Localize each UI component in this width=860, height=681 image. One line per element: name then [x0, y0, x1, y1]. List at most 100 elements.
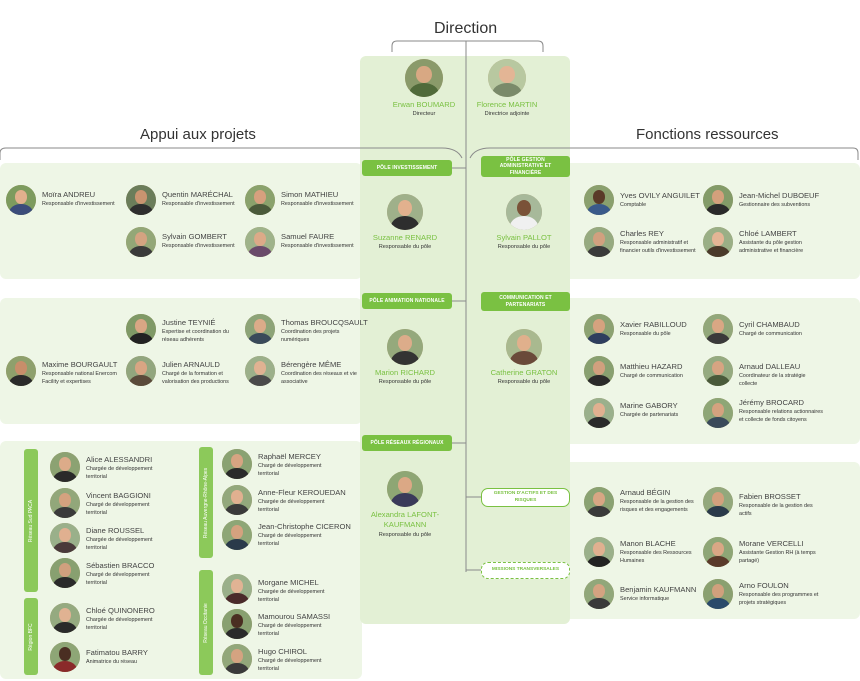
- tag-pole-animation: PÔLE ANIMATION NATIONALE: [362, 293, 452, 309]
- avatar: [405, 59, 443, 97]
- panel-animation: [0, 298, 362, 424]
- avatar: [584, 579, 614, 609]
- avatar: [222, 609, 252, 639]
- person-name: Raphaël MERCEY: [258, 452, 321, 461]
- person-name: Benjamin KAUFMANN: [620, 585, 697, 594]
- avatar: [584, 227, 614, 257]
- avatar: [703, 356, 733, 386]
- avatar: [222, 485, 252, 515]
- avatar: [6, 185, 36, 215]
- tag-communication: COMMUNICATION ET PARTENARIATS: [481, 292, 570, 311]
- person-role: Chargée de développement territorial: [86, 617, 153, 631]
- person-role: Chargé de développement territorial: [86, 572, 150, 586]
- person-name: Marion RICHARD: [375, 368, 435, 377]
- person-role: Responsable du pôle: [378, 532, 432, 538]
- person-role: Chargé de développement territorial: [258, 533, 322, 547]
- person-name: Morgane MICHEL: [258, 578, 319, 587]
- region-label-bfc: Région BFC: [24, 598, 38, 675]
- person-role: Responsable de la gestion des risques et…: [620, 499, 694, 513]
- person-name: Xavier RABILLOUD: [620, 320, 687, 329]
- person-name: Chloé QUINONERO: [86, 606, 155, 615]
- person-name: Anne-Fleur KEROUEDAN: [258, 488, 346, 497]
- panel-investissement: [0, 163, 362, 279]
- person-name: Arnaud BÉGIN: [620, 488, 671, 497]
- avatar: [387, 194, 423, 230]
- avatar: [506, 194, 542, 230]
- person-name: Vincent BAGGIONI: [86, 491, 151, 500]
- person-name: Mamourou SAMASSI: [258, 612, 331, 621]
- avatar: [584, 314, 614, 344]
- person-name: Jean-Christophe CICERON: [258, 522, 351, 531]
- avatar: [245, 227, 275, 257]
- person-role: Responsable administratif et financier o…: [620, 240, 696, 254]
- avatar: [126, 227, 156, 257]
- person-role: Chargé de communication: [620, 373, 683, 379]
- person-name: Quentin MARÉCHAL: [162, 190, 233, 199]
- person-name: Maxime BOURGAULT: [42, 360, 118, 369]
- person-name: Moïra ANDREU: [42, 190, 96, 199]
- person-role: Coordinateur de la stratégie collecte: [739, 373, 806, 387]
- person-role: Gestionnaire des subventions: [739, 202, 811, 208]
- person-name: Justine TEYNIÉ: [162, 318, 216, 327]
- tag-pole-investissement: PÔLE INVESTISSEMENT: [362, 160, 452, 176]
- person-name: Jérémy BROCARD: [739, 398, 804, 407]
- person-name: Hugo CHIROL: [258, 647, 307, 656]
- person-role: Animatrice du réseau: [86, 659, 137, 665]
- person-name: Suzanne RENARD: [372, 233, 438, 242]
- person-role: Directrice adjointe: [484, 111, 530, 117]
- person-name: Sébastien BRACCO: [86, 561, 155, 570]
- person-name: Sylvain PALLOT: [496, 233, 552, 242]
- person-role: Responsable du pôle: [620, 331, 671, 337]
- region-label-occitanie: Réseau Occitanie: [199, 570, 213, 675]
- avatar: [50, 452, 80, 482]
- person-name: Samuel FAURE: [281, 232, 335, 241]
- avatar: [703, 227, 733, 257]
- person-role: Coordination des projets numériques: [281, 329, 340, 343]
- person-role: Responsable national Enercom Facility et…: [42, 371, 117, 385]
- person-name: Charles REY: [620, 229, 664, 238]
- person-role: Comptable: [620, 202, 647, 208]
- heading-appui-aux-projets: Appui aux projets: [140, 126, 256, 143]
- heading-fonctions-ressources: Fonctions ressources: [636, 126, 779, 143]
- person-name: Arno FOULON: [739, 581, 789, 590]
- person-role: Assistante du pôle gestion administrativ…: [739, 240, 804, 254]
- avatar: [584, 356, 614, 386]
- person-name: Catherine GRATON: [490, 368, 558, 377]
- avatar: [506, 329, 542, 365]
- avatar: [222, 644, 252, 674]
- avatar: [126, 356, 156, 386]
- avatar: [50, 558, 80, 588]
- avatar: [387, 471, 423, 507]
- person-name: Erwan BOUMARD: [392, 100, 456, 109]
- avatar: [245, 185, 275, 215]
- avatar: [584, 537, 614, 567]
- region-label-paca: Réseau Sud PACA: [24, 449, 38, 592]
- person-name: Arnaud DALLEAU: [739, 362, 801, 371]
- heading-direction: Direction: [434, 20, 498, 37]
- person-role: Chargée de développement territorial: [86, 466, 153, 480]
- person-role: Chargé de la formation et valorisation d…: [162, 371, 229, 385]
- person-name: Yves OVILY ANGUILET: [620, 191, 700, 200]
- person-name: Matthieu HAZARD: [620, 362, 683, 371]
- tag-gestion-actifs: GESTION D'ACTIFS ET DES RISQUES: [481, 488, 570, 507]
- person-name: Morane VERCELLI: [739, 539, 804, 548]
- person-name: Jean-Michel DUBOEUF: [739, 191, 820, 200]
- person-name: Cyril CHAMBAUD: [739, 320, 800, 329]
- tag-pole-reseaux: PÔLE RÉSEAUX RÉGIONAUX: [362, 435, 452, 451]
- avatar: [222, 574, 252, 604]
- avatar: [50, 488, 80, 518]
- avatar: [703, 537, 733, 567]
- avatar: [245, 314, 275, 344]
- person-role: Chargée de développement territorial: [258, 589, 325, 603]
- person-name: Alice ALESSANDRI: [86, 455, 153, 464]
- region-label-aura: Réseau Auvergne-Rhône-Alpes: [199, 447, 213, 558]
- person-role: Assistante Gestion RH (à temps partagé): [739, 550, 816, 564]
- person-name: Fatimatou BARRY: [86, 648, 148, 657]
- avatar: [50, 642, 80, 672]
- avatar: [703, 398, 733, 428]
- avatar: [245, 356, 275, 386]
- avatar: [703, 314, 733, 344]
- avatar: [584, 487, 614, 517]
- avatar: [222, 520, 252, 550]
- person-role: Responsable d'investissement: [162, 243, 235, 249]
